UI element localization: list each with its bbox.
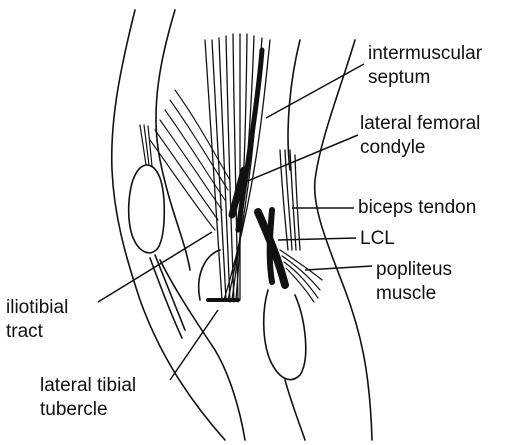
label-lateral-femoral-condyle: lateral femoral condyle — [360, 112, 480, 160]
patellar-tendon — [155, 255, 185, 330]
leader-popliteus-muscle — [305, 266, 372, 270]
label-iliotibial-tract: iliotibial tract — [6, 296, 68, 344]
label-intermuscular-septum: intermuscular septum — [368, 42, 482, 90]
patella-outline — [129, 165, 165, 253]
label-lcl: LCL — [360, 227, 395, 251]
thigh-contour-inner — [156, 10, 190, 270]
leader-lcl — [278, 238, 356, 240]
leader-intermuscular-septum — [266, 64, 364, 118]
label-biceps-tendon: biceps tendon — [358, 196, 476, 220]
leader-iliotibial-tract — [98, 232, 212, 302]
label-lateral-tibial-tubercle: lateral tibial tubercle — [40, 374, 136, 422]
label-popliteus-muscle: popliteus muscle — [376, 258, 452, 306]
fibula-outline — [264, 290, 306, 380]
